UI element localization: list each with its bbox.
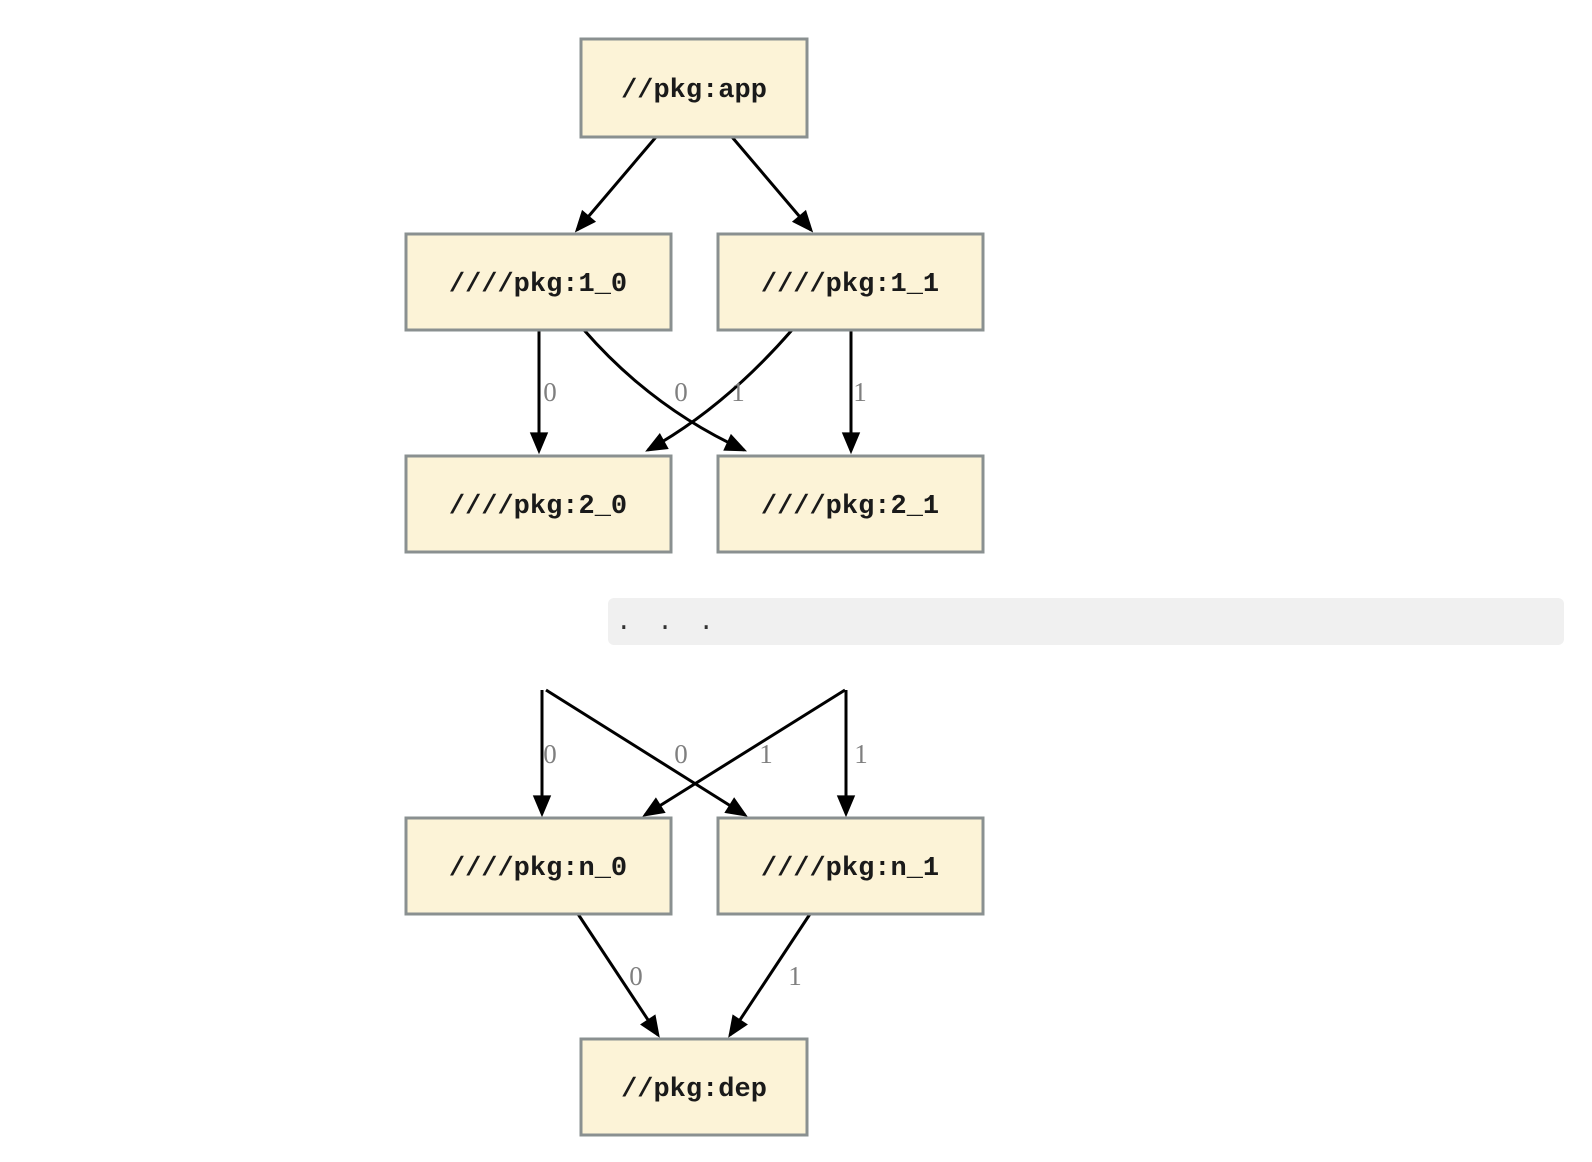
node-box <box>404 816 673 916</box>
graph-node-1_1: ////pkg:1_1 <box>716 232 985 332</box>
graph-node-1_0: ////pkg:1_0 <box>404 232 673 332</box>
graph-node-2_0: ////pkg:2_0 <box>404 454 673 554</box>
edge-label: 0 <box>674 739 688 769</box>
edge-label: 0 <box>543 739 557 769</box>
ellipsis-text: . . . <box>616 607 720 637</box>
edge-label: 1 <box>788 961 802 991</box>
edge-label: 1 <box>759 739 773 769</box>
node-box <box>404 232 673 332</box>
edge-elided2-to-n_0 <box>642 688 846 817</box>
graph-node-app: //pkg:app <box>579 37 809 139</box>
node-box <box>579 37 809 139</box>
edge-label: 1 <box>853 377 867 407</box>
node-label: ////pkg:n_1 <box>761 854 939 884</box>
node-box <box>404 454 673 554</box>
node-box <box>579 1037 809 1137</box>
edge-label: 0 <box>629 961 643 991</box>
graph-node-dep: //pkg:dep <box>579 1037 809 1137</box>
node-label: //pkg:app <box>621 76 767 106</box>
graph-node-2_1: ////pkg:2_1 <box>716 454 985 554</box>
graph-node-n_1: ////pkg:n_1 <box>716 816 985 916</box>
graph-node-n_0: ////pkg:n_0 <box>404 816 673 916</box>
edge-elided-to-n_1 <box>545 688 748 817</box>
node-box <box>716 816 985 916</box>
edge-label: 1 <box>854 739 868 769</box>
node-box <box>716 232 985 332</box>
node-label: //pkg:dep <box>621 1075 767 1105</box>
node-label: ////pkg:1_1 <box>761 270 939 300</box>
ellipsis-band: . . . <box>608 598 1564 645</box>
edge-app-to-1_1 <box>730 136 814 233</box>
edge-1_0-to-2_1 <box>582 329 747 452</box>
node-label: ////pkg:1_0 <box>449 270 627 300</box>
node-label: ////pkg:n_0 <box>449 854 627 884</box>
edge-n_1-to-dep <box>728 913 812 1038</box>
node-label: ////pkg:2_0 <box>449 492 627 522</box>
edge-label: 0 <box>674 377 688 407</box>
edge-label: 1 <box>731 377 745 407</box>
edge-n_0-to-dep <box>576 913 660 1038</box>
edge-app-to-1_0 <box>574 136 658 233</box>
edge-label: 0 <box>543 377 557 407</box>
edge-1_1-to-2_0 <box>645 329 794 452</box>
node-box <box>716 454 985 554</box>
node-label: ////pkg:2_1 <box>761 492 939 522</box>
